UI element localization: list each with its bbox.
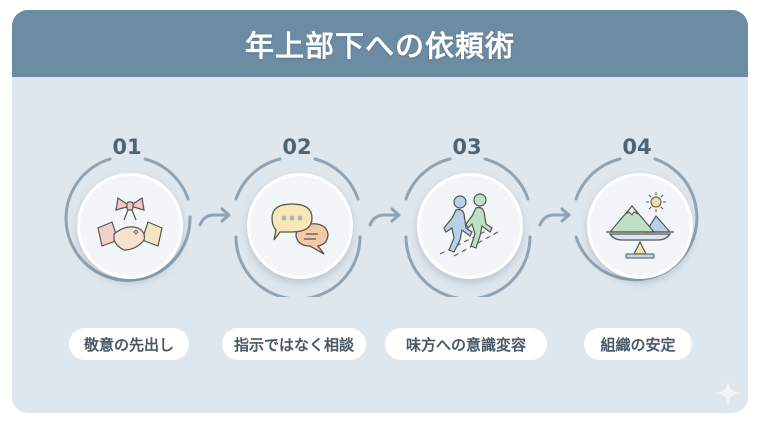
- step-4: 04: [562, 135, 712, 297]
- handshake-bow-icon: [97, 196, 163, 251]
- header-band: 年上部下への依頼術: [12, 10, 748, 77]
- infographic-card: 年上部下への依頼術 01: [12, 10, 748, 413]
- walking-people-icon: [439, 193, 499, 257]
- step-number: 01: [112, 135, 142, 159]
- icon-circle: [77, 173, 183, 279]
- arrow-right-icon: [538, 207, 571, 227]
- arrow-right-icon: [368, 207, 401, 227]
- step-1: 01: [52, 135, 202, 297]
- icon-circle: [247, 173, 353, 279]
- icon-circle: [587, 173, 693, 279]
- step-number: 04: [622, 135, 652, 159]
- page-title: 年上部下への依頼術: [244, 28, 515, 63]
- step-number: 02: [282, 135, 312, 159]
- progress-ring: [234, 157, 362, 297]
- icon-circle: [417, 173, 523, 279]
- step-3-label: 味方への意識変容: [385, 328, 547, 360]
- progress-ring: [64, 157, 192, 282]
- step-1-label: 敬意の先出し: [69, 328, 189, 360]
- sparkle-icon: [716, 381, 740, 405]
- arrow-right-icon: [198, 207, 231, 227]
- step-2-label: 指示ではなく相談: [222, 328, 366, 360]
- step-2: 02: [222, 135, 372, 297]
- progress-ring: [404, 157, 532, 297]
- step-3: 03: [392, 135, 542, 297]
- step-number: 03: [452, 135, 482, 159]
- step-4-label: 組織の安定: [584, 328, 692, 360]
- balanced-mountain-icon: [606, 192, 674, 259]
- chat-bubbles-icon: [271, 203, 329, 255]
